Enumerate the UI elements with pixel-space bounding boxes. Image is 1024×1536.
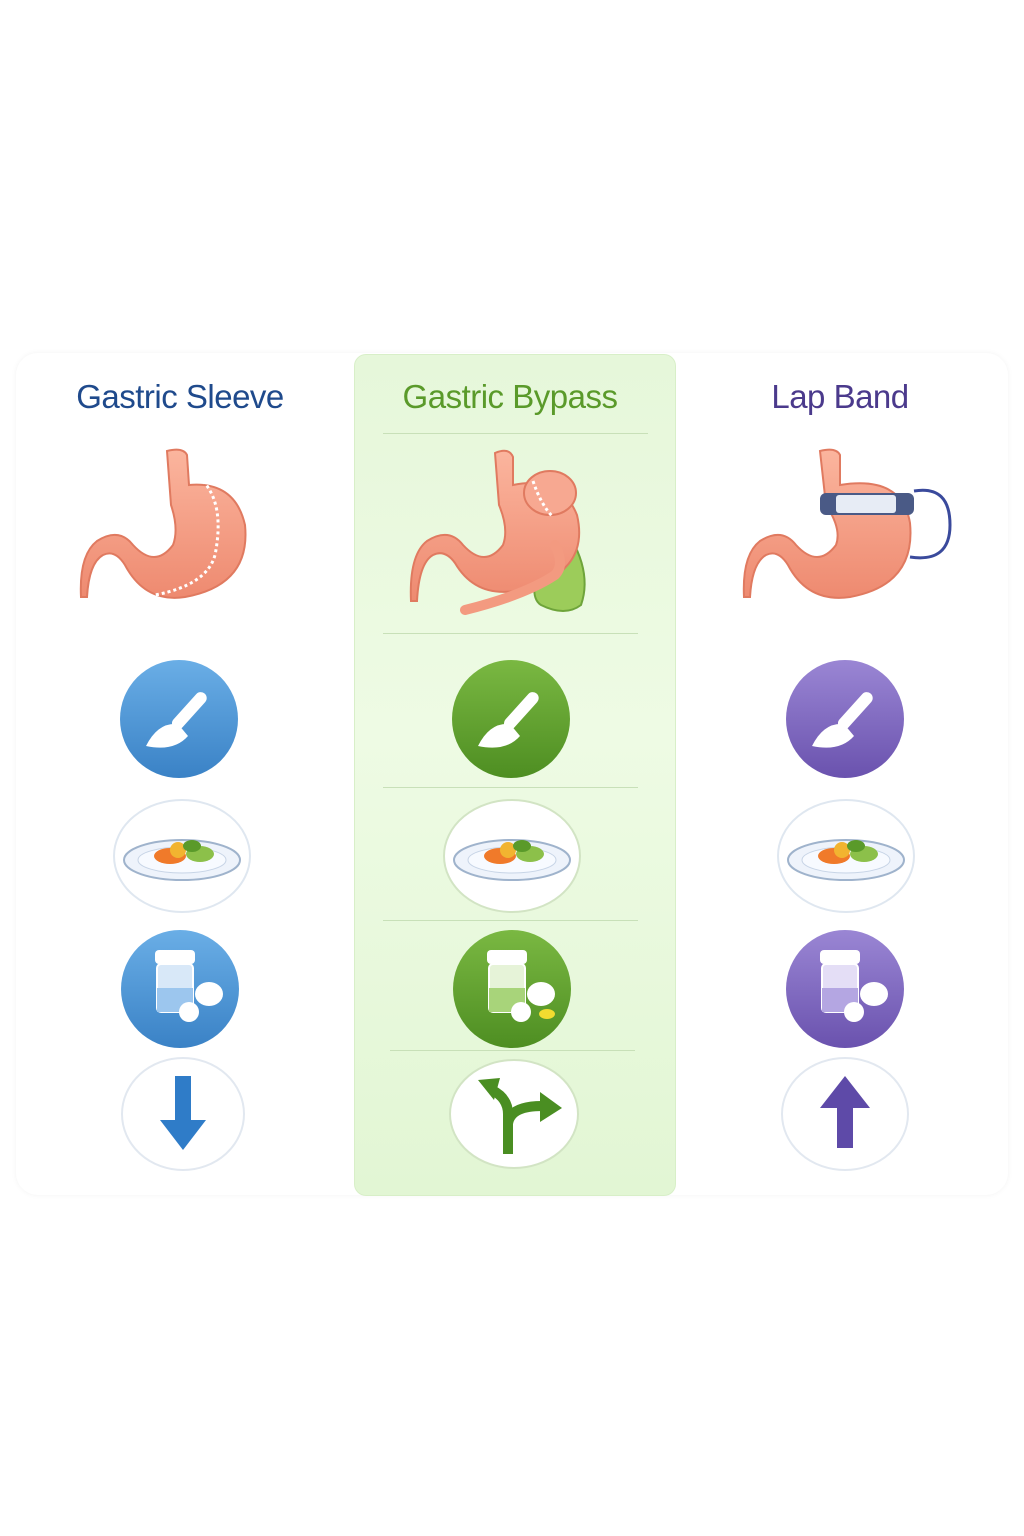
divider (383, 920, 638, 921)
scalpel-icon (450, 658, 572, 780)
supplement-icon (119, 928, 241, 1050)
divider (390, 1050, 635, 1051)
supplement-icon (784, 928, 906, 1050)
scalpel-icon (784, 658, 906, 780)
branching-arrow-icon (448, 1058, 580, 1170)
arrow-down-icon (120, 1056, 246, 1172)
stomach-sleeve-icon (75, 445, 255, 610)
stomach-bypass-icon (405, 445, 615, 625)
meal-plate-icon (442, 798, 582, 914)
column-title-sleeve: Gastric Sleeve (76, 378, 284, 415)
column-title-bypass: Gastric Bypass (402, 378, 618, 415)
scalpel-icon (118, 658, 240, 780)
divider (383, 433, 648, 434)
meal-plate-icon (112, 798, 252, 914)
divider (383, 633, 638, 634)
arrow-up-icon (780, 1056, 910, 1172)
meal-plate-icon (776, 798, 916, 914)
stomach-band-icon (738, 445, 958, 610)
column-title-band: Lap Band (771, 378, 909, 415)
divider (383, 787, 638, 788)
supplement-icon (451, 928, 573, 1050)
